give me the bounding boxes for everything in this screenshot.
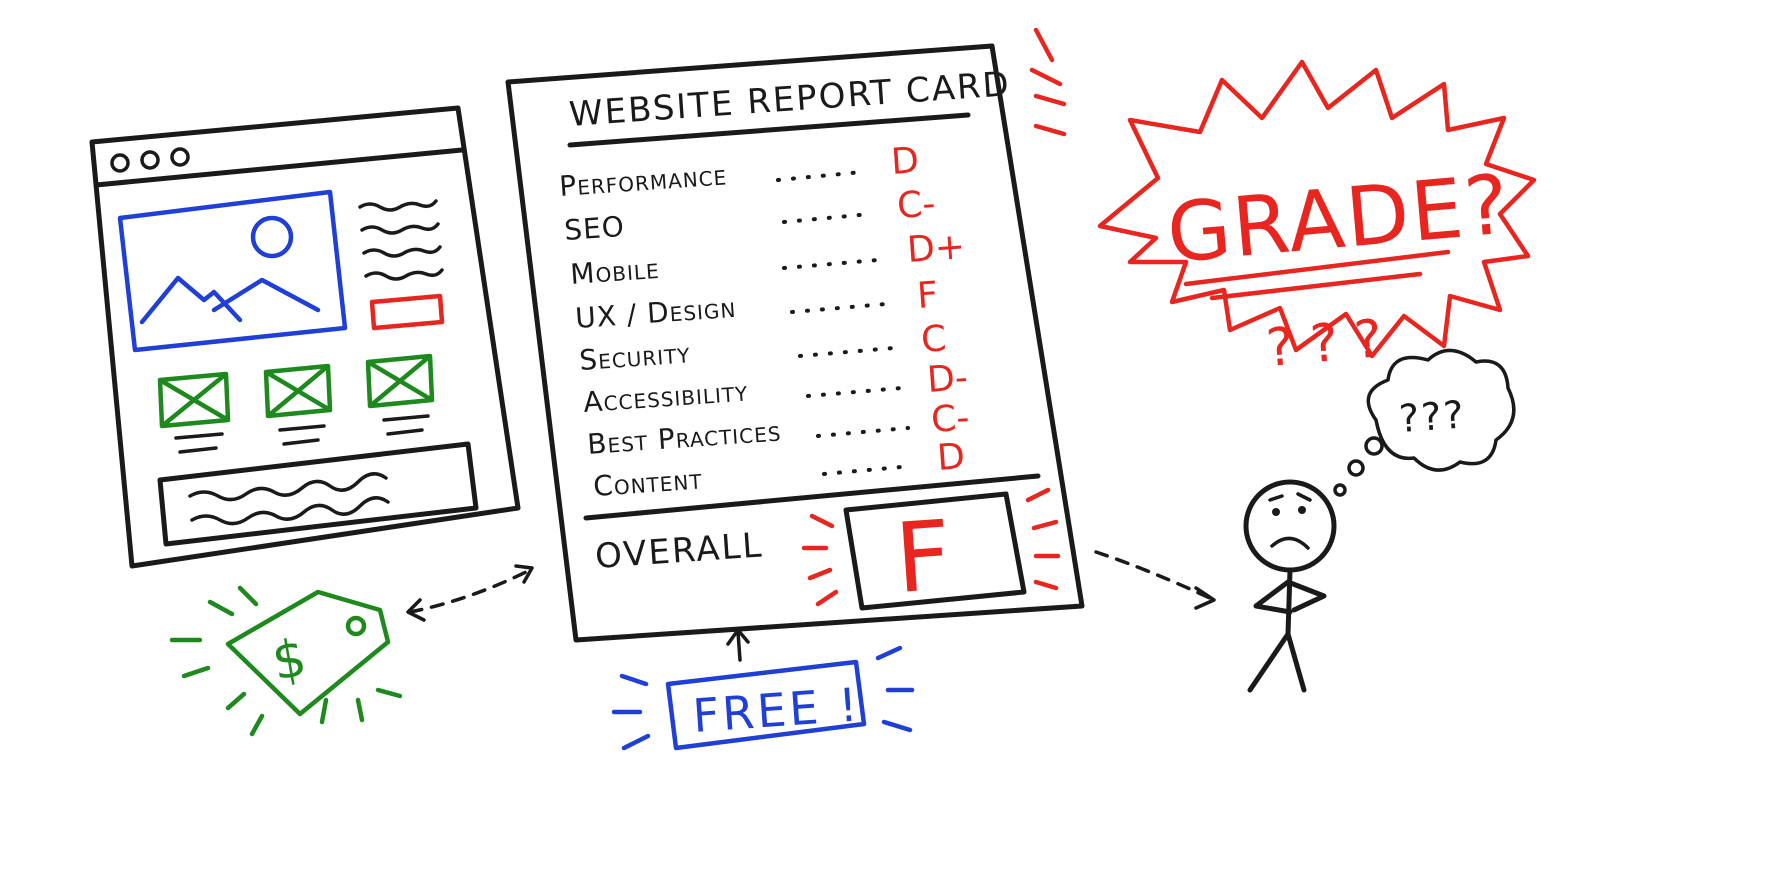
up-arrow-icon <box>726 628 750 662</box>
footer-box <box>157 441 479 547</box>
title-underline <box>567 112 971 148</box>
emphasis-lines <box>1029 27 1067 137</box>
row-grade: D+ <box>906 226 967 271</box>
leader-dots <box>790 302 888 314</box>
text-line <box>382 414 430 436</box>
price-tag-icon <box>225 589 391 717</box>
row-label: Content <box>592 462 703 503</box>
leader-dots <box>822 464 914 476</box>
thought-dot <box>1347 459 1365 477</box>
thought-text: ??? <box>1398 392 1467 441</box>
browser-title-bar-line <box>93 147 465 188</box>
row-label: UX / Design <box>574 291 737 335</box>
thumbnail-image-icon <box>365 353 435 409</box>
row-grade: D <box>890 140 921 183</box>
crossed-arms <box>1253 579 1327 615</box>
browser-window-frame <box>89 105 521 569</box>
overall-divider <box>583 473 1041 521</box>
text-line <box>358 199 438 212</box>
question-marks: ? ? ? <box>1264 309 1385 379</box>
row-grade: C <box>920 318 948 361</box>
thought-dot <box>1364 436 1384 456</box>
mountain-icon <box>139 275 321 325</box>
leader-dots <box>782 212 872 224</box>
sun-icon <box>250 215 294 259</box>
window-dot-icon <box>170 147 190 167</box>
text-line <box>278 424 326 446</box>
thumbnail-image-icon <box>157 371 231 429</box>
row-label: Accessibility <box>582 375 749 419</box>
emphasis-lines <box>611 645 915 751</box>
thought-bubble: ??? <box>1333 348 1516 497</box>
burst-underline <box>1183 249 1451 301</box>
row-label: Mobile <box>569 252 660 291</box>
window-dot-icon <box>140 150 160 170</box>
emphasis-lines <box>801 513 839 607</box>
text-line <box>360 222 440 235</box>
cta-button-placeholder <box>369 293 445 331</box>
eye <box>1272 508 1280 516</box>
row-label: Performance <box>558 158 728 203</box>
leader-dots <box>782 258 880 270</box>
legs <box>1247 631 1307 693</box>
row-label: SEO <box>563 210 626 247</box>
starburst-icon <box>1097 59 1537 359</box>
free-tag: FREE ! <box>611 645 915 751</box>
leader-dots <box>806 386 904 398</box>
free-tag-text: FREE ! <box>691 677 862 743</box>
website-wireframe <box>89 105 521 569</box>
dashed-arrow <box>408 568 532 614</box>
report-card-paper <box>505 43 1085 643</box>
text-line <box>174 432 224 454</box>
row-grade: C- <box>896 183 937 227</box>
report-card: WEBSITE REPORT CARD Performance D SEO C-… <box>505 43 1085 643</box>
text-line <box>190 496 390 526</box>
head <box>1243 479 1337 573</box>
confused-person <box>1243 479 1337 693</box>
text-line <box>188 472 388 502</box>
row-grade: C- <box>930 397 971 441</box>
overall-grade: F <box>892 499 955 615</box>
leader-dots <box>798 346 896 358</box>
price-tag: $ <box>169 585 403 737</box>
dashed-arrow <box>1094 550 1216 602</box>
cloud-icon <box>1366 348 1516 472</box>
arrow-head <box>1194 586 1216 610</box>
overall-grade-box <box>843 491 1027 611</box>
leader-dots <box>776 170 864 182</box>
text-line <box>364 268 444 281</box>
row-grade: D <box>936 436 967 479</box>
window-dot-icon <box>110 153 130 173</box>
arrow-heads <box>406 564 534 622</box>
thumbnail-image-icon <box>263 363 333 419</box>
thought-dot <box>1333 483 1347 497</box>
text-line <box>362 245 442 258</box>
price-tag-hole-icon <box>345 615 367 637</box>
image-placeholder-icon <box>117 189 348 353</box>
leader-dots <box>816 426 910 438</box>
row-label: Security <box>578 336 691 377</box>
emphasis-lines <box>169 585 403 737</box>
row-grade: F <box>916 275 940 317</box>
overall-label: OVERALL <box>594 525 765 577</box>
dollar-sign-icon: $ <box>268 628 311 693</box>
free-tag-box <box>665 659 867 751</box>
row-grade: D- <box>926 357 969 401</box>
row-label: Best Practices <box>586 415 782 461</box>
emphasis-lines <box>1025 487 1061 591</box>
frown-mouth <box>1270 536 1310 550</box>
eye <box>1298 506 1306 514</box>
eyebrows <box>1268 492 1312 502</box>
grade-burst: GRADE? ? ? ? <box>1029 27 1537 379</box>
